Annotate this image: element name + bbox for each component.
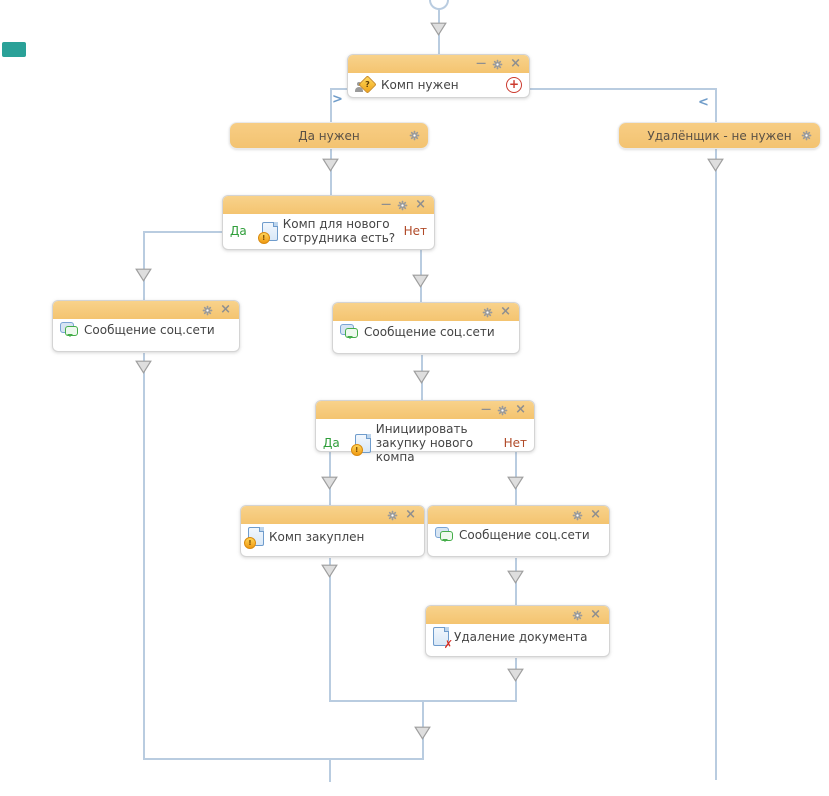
message-node-right[interactable]: × Сообщение соц.сети [427, 505, 610, 557]
connector-line [330, 88, 332, 122]
no-branch-label[interactable]: Нет [503, 436, 527, 450]
node-header: × [426, 606, 609, 624]
yes-branch-label[interactable]: Да [230, 224, 247, 238]
node-title: Удаление документа [454, 629, 588, 644]
decision-node-initsiirovat-zakupku[interactable]: — × Да ! Инициировать закупку нового ком… [315, 400, 535, 464]
node-title: Сообщение соц.сети [459, 527, 590, 542]
connector-line [715, 88, 717, 122]
connector-line [143, 758, 424, 760]
document-exclamation-icon: ! [244, 527, 264, 549]
document-exclamation-icon: ! [257, 221, 278, 244]
message-node-left[interactable]: × Сообщение соц.сети [52, 300, 240, 352]
edge-label-text: Да нужен [298, 128, 360, 143]
gear-icon[interactable] [409, 130, 420, 141]
minimize-icon[interactable]: — [476, 58, 486, 69]
arrowhead-icon [321, 476, 338, 490]
chevron-left-icon: < [698, 95, 709, 110]
connector-line [330, 88, 347, 90]
close-icon[interactable]: × [405, 507, 416, 522]
task-node-komp-nuzhen[interactable]: — × ? Комп нужен + [347, 54, 530, 98]
decision-node-komp-dlya-novogo[interactable]: — × Да ! Комп для нового сотрудника есть… [222, 195, 435, 250]
arrowhead-icon [413, 370, 430, 384]
document-exclamation-icon: ! [350, 433, 371, 456]
arrowhead-icon [412, 274, 429, 288]
arrowhead-icon [135, 268, 152, 282]
arrowhead-icon [414, 726, 431, 740]
edge-label-udalyonshchik[interactable]: Удалёнщик - не нужен [618, 122, 821, 149]
node-header: × [241, 506, 424, 524]
add-connection-icon[interactable]: + [506, 76, 522, 93]
edge-label-da-nuzhen[interactable]: Да нужен [229, 122, 429, 149]
arrowhead-icon [322, 158, 339, 172]
node-header: — × [223, 196, 434, 214]
arrowhead-icon [707, 158, 724, 172]
arrowhead-icon [430, 22, 447, 36]
task-node-komp-zakuplen[interactable]: × ! Комп закуплен [240, 505, 425, 557]
close-icon[interactable]: × [500, 304, 511, 319]
gear-icon[interactable] [492, 59, 503, 70]
node-title: Комп закуплен [269, 529, 365, 544]
node-title: Комп для нового сотрудника есть? [282, 217, 396, 245]
node-header: × [53, 301, 239, 319]
node-title: Сообщение соц.сети [364, 324, 495, 339]
cropped-ui-fragment [2, 42, 26, 57]
minimize-icon[interactable]: — [481, 404, 491, 415]
close-icon[interactable]: × [590, 507, 601, 522]
arrowhead-icon [507, 476, 524, 490]
node-header: — × [348, 55, 529, 73]
node-title: Инициировать закупку нового компа [375, 422, 474, 464]
yes-branch-label[interactable]: Да [323, 436, 340, 450]
user-question-icon: ? [355, 75, 377, 94]
connector-line [143, 231, 145, 300]
gear-icon[interactable] [572, 610, 583, 621]
gear-icon[interactable] [497, 405, 508, 416]
gear-icon[interactable] [482, 307, 493, 318]
connector-line [329, 558, 331, 700]
node-header: × [333, 303, 519, 321]
minimize-icon[interactable]: — [381, 199, 391, 210]
close-icon[interactable]: × [515, 402, 526, 417]
no-branch-label[interactable]: Нет [403, 224, 427, 238]
gear-icon[interactable] [572, 510, 583, 521]
chat-bubbles-icon [60, 322, 79, 337]
gear-icon[interactable] [397, 200, 408, 211]
chevron-right-icon: > [332, 92, 343, 107]
gear-icon[interactable] [202, 305, 213, 316]
gear-icon[interactable] [387, 510, 398, 521]
gear-icon[interactable] [801, 130, 812, 141]
node-title: Сообщение соц.сети [84, 322, 215, 337]
connector-line [143, 353, 145, 758]
close-icon[interactable]: × [510, 56, 521, 71]
chat-bubbles-icon [340, 324, 359, 339]
connector-line [143, 231, 222, 233]
connector-line [715, 149, 717, 780]
connector-line [330, 149, 332, 195]
connector-line [530, 88, 716, 90]
edge-label-text: Удалёнщик - не нужен [647, 128, 792, 143]
task-node-udalenie-dokumenta[interactable]: × ✗ Удаление документа [425, 605, 610, 657]
arrowhead-icon [507, 570, 524, 584]
arrowhead-icon [507, 668, 524, 682]
close-icon[interactable]: × [590, 607, 601, 622]
node-header: — × [316, 401, 534, 419]
chat-bubbles-icon [435, 527, 454, 542]
node-title: Комп нужен [381, 77, 459, 92]
close-icon[interactable]: × [415, 197, 426, 212]
node-header: × [428, 506, 609, 524]
connector-line [329, 758, 331, 782]
close-icon[interactable]: × [220, 302, 231, 317]
arrowhead-icon [135, 360, 152, 374]
document-delete-icon: ✗ [433, 627, 453, 650]
message-node-middle[interactable]: × Сообщение соц.сети [332, 302, 520, 354]
arrowhead-icon [321, 564, 338, 578]
